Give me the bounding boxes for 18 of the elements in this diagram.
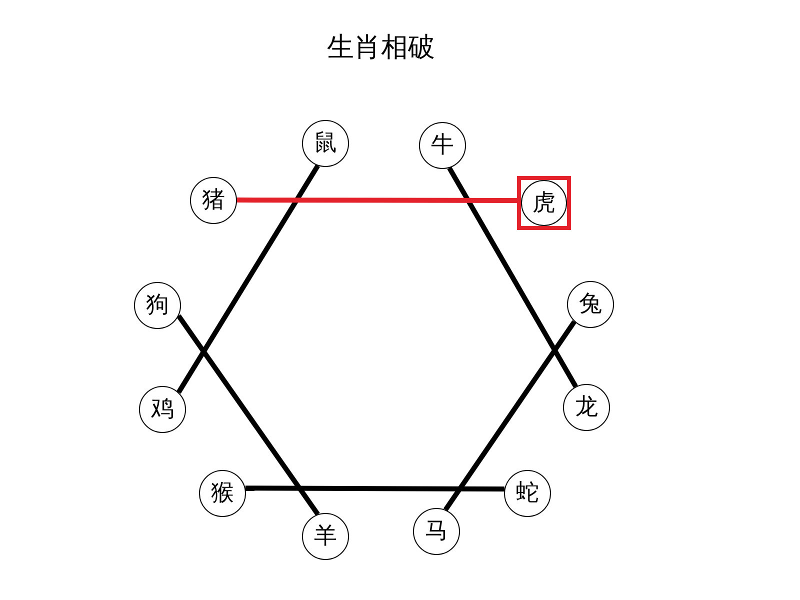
connector-line (447, 166, 578, 388)
character-circle: 兔 (567, 281, 614, 328)
character-circle: 狗 (134, 282, 181, 329)
connector-line (245, 486, 504, 492)
title: 生肖相破 (327, 31, 435, 65)
character-circle: 猴 (199, 470, 246, 517)
connector-line (443, 320, 576, 512)
connector-line (176, 164, 320, 394)
character-circle: 牛 (419, 122, 466, 169)
character-circle: 猪 (190, 177, 237, 224)
character-circle: 虎 (521, 180, 567, 226)
connector-line (176, 314, 320, 516)
character-circle: 羊 (302, 513, 349, 560)
character-circle: 马 (413, 508, 460, 555)
character-circle: 蛇 (504, 470, 551, 517)
character-circle: 鸡 (139, 386, 186, 433)
character-circle: 龙 (563, 384, 610, 431)
character-circle: 鼠 (302, 120, 349, 167)
